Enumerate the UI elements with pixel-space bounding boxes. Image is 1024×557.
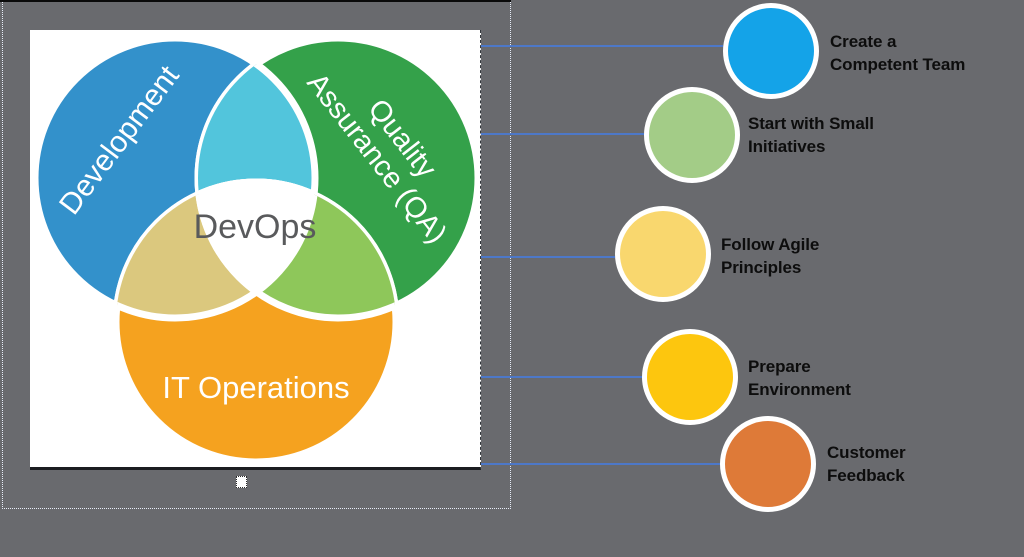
resize-handle[interactable] [236,476,247,488]
legend-circle-small-initiatives[interactable] [644,87,740,183]
legend-label-customer-feedback[interactable]: Customer Feedback [827,443,906,485]
legend-circle-create-team[interactable] [723,3,819,99]
devops-venn-diagram-image[interactable]: Development QualityAssurance (QA) IT Ope… [30,30,481,470]
connector-line-create-team[interactable] [405,45,723,47]
connector-line-customer-feedback[interactable] [307,463,720,465]
connector-line-small-initiatives[interactable] [478,133,644,135]
selection-top-edge [0,0,511,2]
legend-label-agile-principles[interactable]: Follow Agile Principles [721,235,820,277]
legend-label-small-initiatives[interactable]: Start with Small Initiatives [748,114,874,156]
venn-diagram: Development QualityAssurance (QA) IT Ope… [30,30,480,467]
legend-circle-customer-feedback[interactable] [720,416,816,512]
legend-label-prepare-environment[interactable]: Prepare Environment [748,357,851,399]
legend-circle-prepare-environment[interactable] [642,329,738,425]
legend-label-create-team[interactable]: Create a Competent Team [830,32,966,74]
it-operations-label: IT Operations [162,370,349,405]
devops-center-label: DevOps [194,208,317,246]
connector-line-prepare-environment[interactable] [403,376,642,378]
legend-circle-agile-principles[interactable] [615,206,711,302]
selection-outline[interactable] [2,2,511,509]
connector-line-agile-principles[interactable] [477,256,615,258]
